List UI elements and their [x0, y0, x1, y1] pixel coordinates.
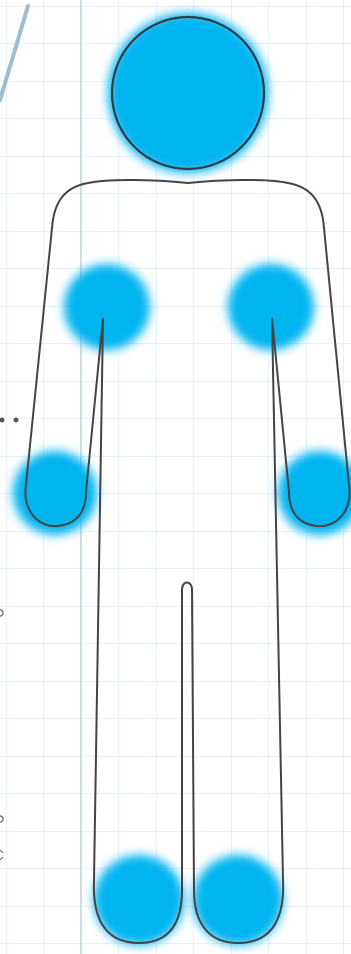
edge-dot	[14, 418, 19, 423]
highlight-right-shoulder	[228, 264, 314, 350]
highlight-head	[108, 13, 268, 173]
highlight-left-shoulder	[64, 264, 150, 350]
